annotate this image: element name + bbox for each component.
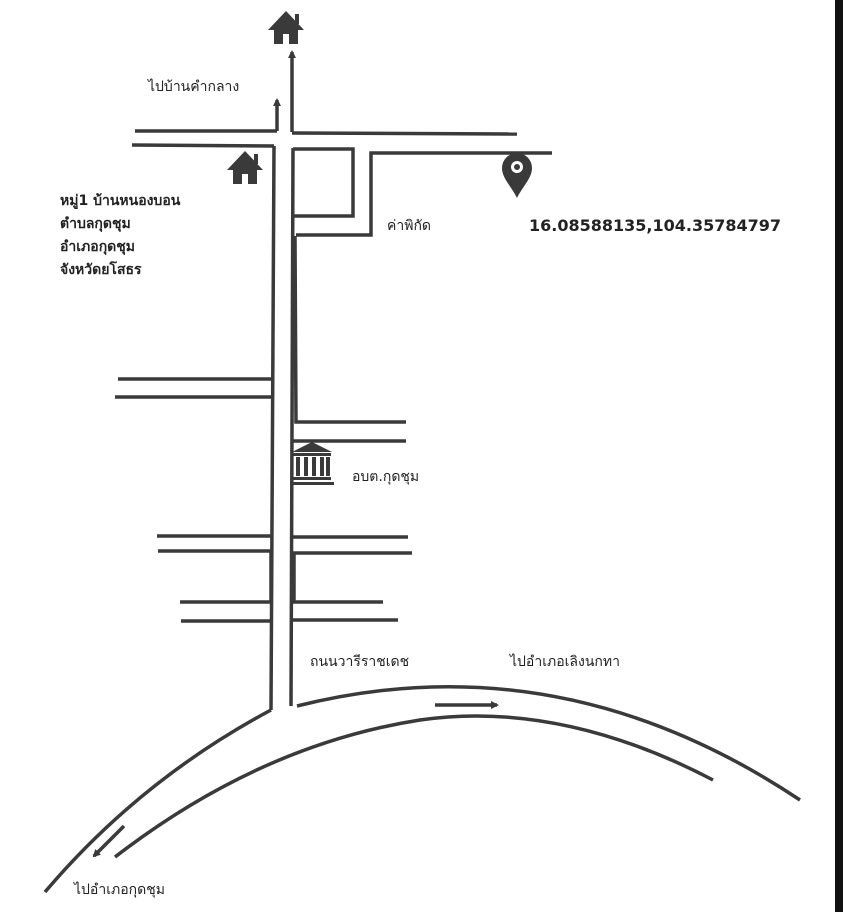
scan-edge-border <box>835 0 843 912</box>
address-line-3: อำเภอกุดชุม <box>60 239 135 255</box>
address-line-4: จังหวัดยโสธร <box>60 262 142 278</box>
label-office: อบต.กุดชุม <box>352 469 420 485</box>
main-road-right-edge <box>289 147 295 707</box>
house-icon <box>268 11 304 44</box>
road-east-to-pin <box>296 151 552 237</box>
west-direction-arrow <box>92 824 126 858</box>
west-block-road <box>158 549 273 604</box>
highway-inner-edge <box>113 714 714 859</box>
label-to-ban-kham-klang: ไปบ้านคำกลาง <box>148 79 240 95</box>
east-road-office <box>293 235 406 424</box>
label-coordinates: 16.08588135,104.35784797 <box>529 216 782 235</box>
address-line-2: ตำบลกุดชุม <box>60 216 131 232</box>
highway-outer-edge-right <box>296 684 801 802</box>
east-block-road <box>292 551 412 604</box>
label-road-name: ถนนวารีราชเดช <box>310 654 410 670</box>
address-block: หมู่1 บ้านหนองบอน ตำบลกุดชุม อำเภอกุดชุม… <box>60 190 180 282</box>
main-road-left-edge <box>269 145 276 711</box>
label-to-loeng-nok-tha: ไปอำเภอเลิงนกทา <box>510 654 620 670</box>
map-pin-icon <box>502 153 532 198</box>
government-building-icon <box>290 442 334 485</box>
address-line-1: หมู่1 บ้านหนองบอน <box>60 193 181 209</box>
highway-outer-edge <box>43 708 272 894</box>
house-icon <box>227 151 263 184</box>
label-coordinates-heading: ค่าพิกัด <box>387 218 432 234</box>
top-cross-road-right <box>291 131 518 136</box>
label-to-kut-chum: ไปอำเภอกุดชุม <box>74 882 165 898</box>
top-block <box>293 147 355 218</box>
second-cross-road-left <box>131 143 275 148</box>
